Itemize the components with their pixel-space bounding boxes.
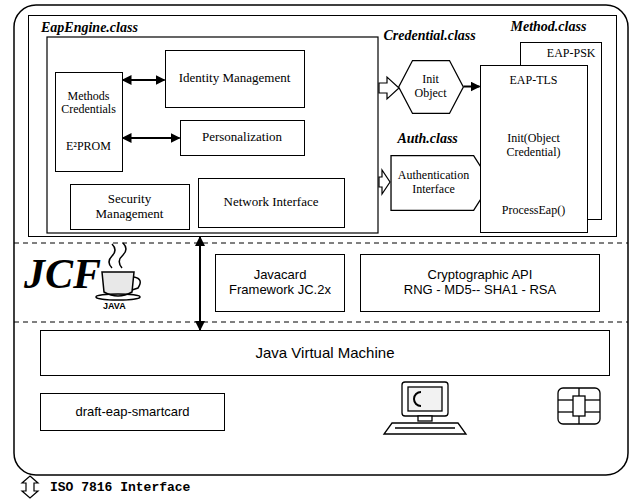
connector-arrow xyxy=(123,137,180,139)
process-box: Security Management xyxy=(70,184,190,230)
box-text: EAP-PSK xyxy=(547,47,596,61)
box-text: Methods Credentials xyxy=(59,90,119,118)
engine-frame: EapEngine.classMethods CredentialsE²PROM… xyxy=(28,15,617,237)
process-box: Network Interface xyxy=(198,178,345,228)
box-text: Init Object xyxy=(408,73,454,101)
engine-inner-box xyxy=(47,37,378,233)
class-heading: Auth.class xyxy=(398,131,458,147)
spec-box: draft-eap-smartcard xyxy=(40,393,225,431)
smartcard-chip-icon xyxy=(558,388,600,424)
layer-divider xyxy=(14,322,628,323)
box-text: Identity Management xyxy=(179,71,291,86)
connector-arrow xyxy=(199,237,201,330)
crypto-box: Cryptographic APIRNG - MD5-- SHA1 - RSA xyxy=(360,254,600,312)
box-text: E²PROM xyxy=(66,140,111,154)
block-arrow xyxy=(379,77,399,99)
java-cup-logo xyxy=(96,243,140,300)
java-logo-text: JAVA xyxy=(103,301,126,311)
block-arrow xyxy=(379,170,390,194)
connector-arrow xyxy=(123,79,165,81)
box-text: Authentication Interface xyxy=(394,169,474,197)
vm-box: Java Virtual Machine xyxy=(40,330,610,376)
box-text: RNG - MD5-- SHA1 - RSA xyxy=(404,283,556,298)
class-heading: Method.class xyxy=(511,19,587,35)
card-outline xyxy=(14,5,628,475)
box-text: Personalization xyxy=(202,130,282,145)
method-box: EAP-TLS Init(Object Credential) ProcessEap… xyxy=(480,65,588,233)
box-text: Security Management xyxy=(77,192,183,222)
box-text: Init(Object Credential) xyxy=(486,132,582,160)
box-text: Network Interface xyxy=(224,195,319,210)
layer-divider xyxy=(14,243,628,244)
box-text: ProcessEap() xyxy=(502,204,565,218)
process-box: Identity Management xyxy=(165,50,305,108)
computer-icon xyxy=(384,382,466,434)
interface-label: ISO 7816 Interface xyxy=(50,480,190,495)
connector-arrow xyxy=(464,86,480,88)
process-box: Personalization xyxy=(180,120,305,156)
iso-interface-arrow xyxy=(22,476,38,498)
framework-box: Javacard Framework JC.2x xyxy=(215,254,345,312)
box-text: Cryptographic API xyxy=(428,268,533,283)
class-heading: Credential.class xyxy=(384,28,476,44)
class-heading: EapEngine.class xyxy=(41,20,138,36)
box-text: Java Virtual Machine xyxy=(256,344,395,361)
storage-box: Methods CredentialsE²PROM xyxy=(55,72,123,172)
interface-pentagon: Auth.classAuthentication Interface xyxy=(390,155,492,211)
jcf-logo-text: JCF xyxy=(24,250,101,298)
box-text: EAP-TLS xyxy=(510,74,558,88)
box-text: Javacard Framework JC.2x xyxy=(224,268,336,298)
object-hexagon: Credential.classInit Object xyxy=(398,60,464,114)
box-text: draft-eap-smartcard xyxy=(75,405,189,420)
